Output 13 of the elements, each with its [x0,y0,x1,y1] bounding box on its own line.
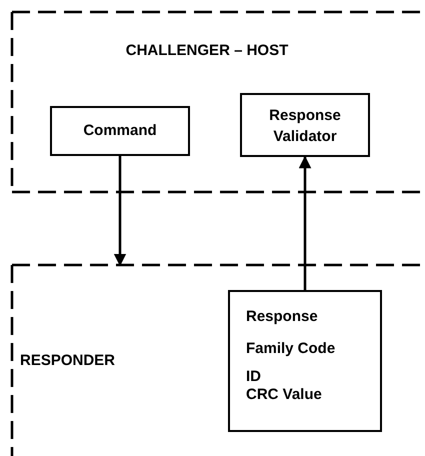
arrow [298,156,312,290]
box-text: Command [82,122,158,139]
process-box [240,93,370,157]
box-text: CRC Value [246,386,322,403]
box-text: ID [246,368,261,385]
region-label: CHALLENGER – HOST [124,42,290,59]
region-label: RESPONDER [20,352,116,369]
arrow [114,156,126,266]
box-text: Response [246,308,318,325]
box-text: Family Code [246,340,336,357]
data-box [228,290,382,432]
process-box [50,106,190,156]
box-text: Response Validator [268,106,342,147]
